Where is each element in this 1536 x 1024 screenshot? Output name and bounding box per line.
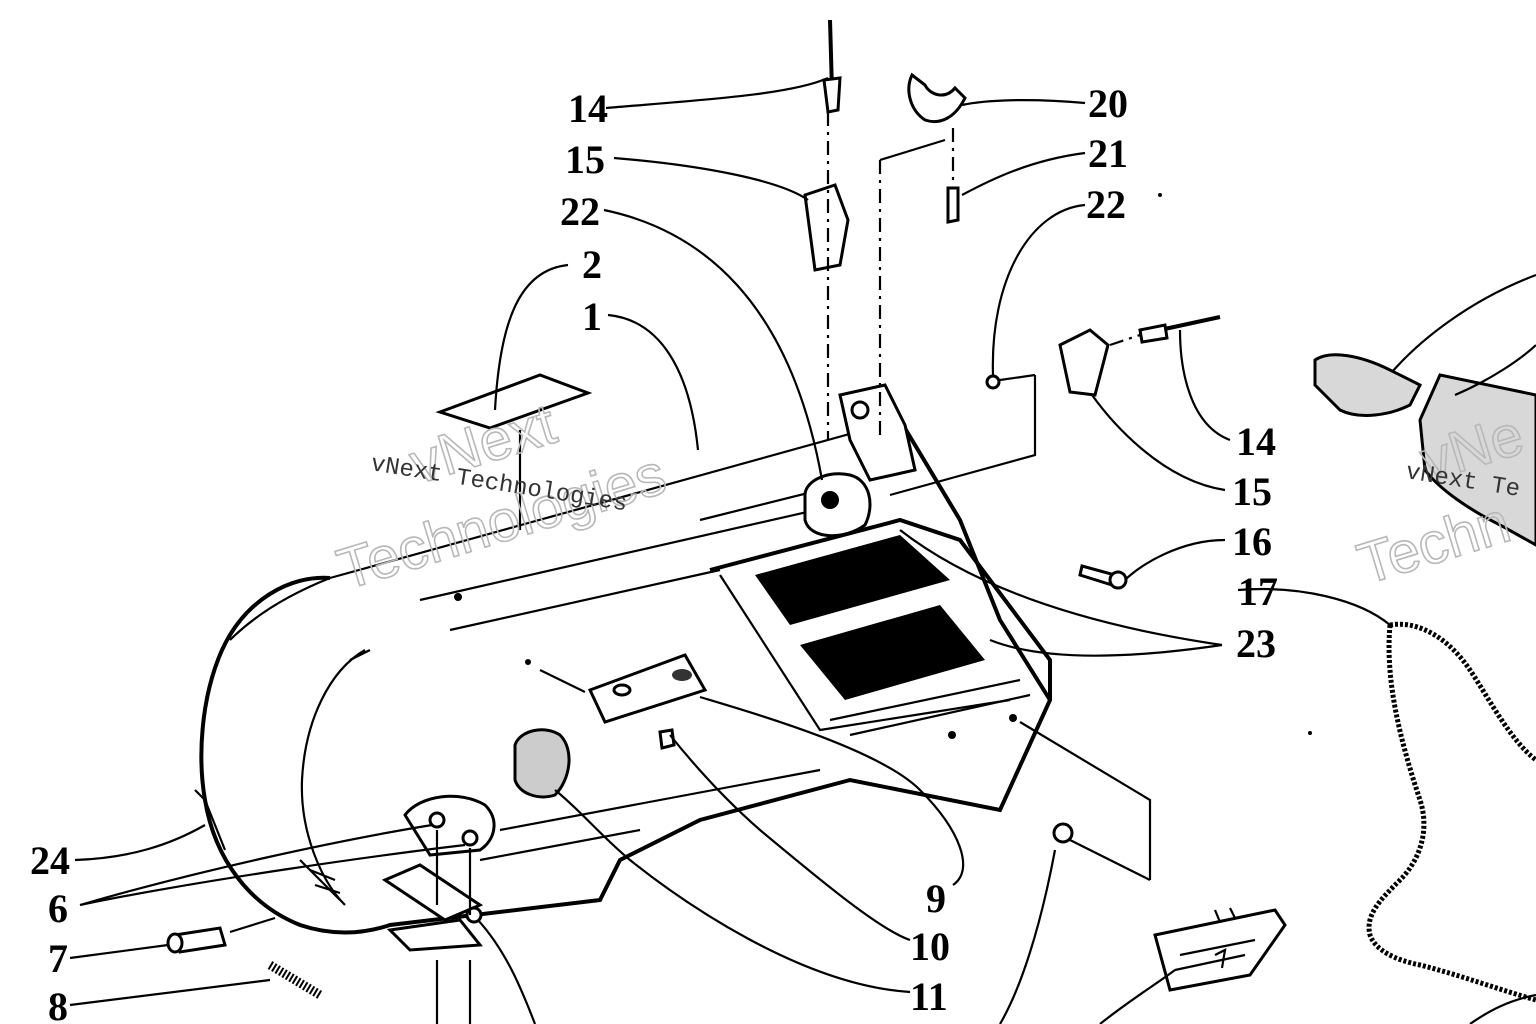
part-10-screw	[658, 728, 676, 750]
watermark-right-line2: Techn	[1350, 490, 1517, 597]
callout-1: 1	[582, 294, 602, 339]
foot-plate	[1153, 908, 1287, 992]
callout-21: 21	[1088, 131, 1128, 176]
callout-14-top: 14	[568, 86, 608, 131]
callout-labels: 14 15 22 2 1 20 21 22 14 15 16 17 23 24 …	[30, 81, 1278, 1024]
callout-8: 8	[48, 984, 68, 1024]
callout-20: 20	[1088, 81, 1128, 126]
callout-6: 6	[48, 886, 68, 931]
callout-16: 16	[1232, 519, 1272, 564]
part-2-pad	[435, 373, 593, 430]
part-15-clip-top	[803, 183, 850, 272]
right-part-b	[1418, 373, 1536, 547]
part-22-nut-right	[985, 374, 1001, 390]
part-8-spring	[267, 961, 323, 999]
part-20-latch	[907, 72, 967, 123]
part-nut-lower	[1052, 822, 1074, 844]
callout-14-right: 14	[1236, 419, 1276, 464]
vent-lower	[800, 605, 985, 700]
part-15-clip-right	[1058, 328, 1110, 397]
part-14-bolt-top	[822, 76, 842, 114]
callout-10: 10	[910, 924, 950, 969]
part-6-bolt-b	[461, 829, 479, 847]
part-9-lens	[587, 653, 708, 724]
callout-11: 11	[910, 974, 948, 1019]
part-6-bolt-a	[428, 811, 446, 829]
callout-17: 17	[1238, 569, 1278, 614]
part-17-seal	[1366, 621, 1536, 1003]
part-24-trim	[194, 789, 227, 851]
part-14-bolt-right	[1138, 323, 1169, 344]
part-21-screw	[946, 186, 960, 224]
hinge-bracket	[381, 863, 484, 922]
vent-upper	[755, 535, 950, 625]
callout-7: 7	[48, 936, 68, 981]
hood-body	[199, 383, 1053, 935]
callout-22-left: 22	[560, 189, 600, 234]
right-part-a	[1313, 353, 1423, 417]
callout-9: 9	[926, 876, 946, 921]
callout-24: 24	[30, 838, 70, 883]
callout-23: 23	[1236, 621, 1276, 666]
callout-22-right: 22	[1086, 182, 1126, 227]
hinge-plate	[386, 918, 483, 952]
callout-15-right: 15	[1232, 469, 1272, 514]
part-11-foam	[513, 728, 571, 799]
callout-2: 2	[582, 242, 602, 287]
callout-15-top: 15	[565, 137, 605, 182]
